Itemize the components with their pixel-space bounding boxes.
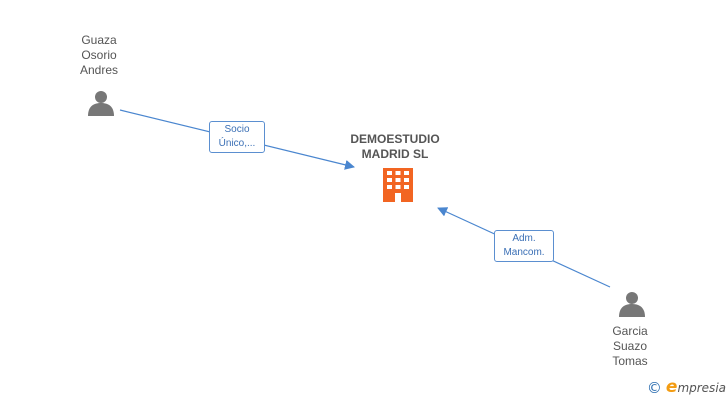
node-name-line: Andres — [79, 63, 119, 77]
edge-label-socio-unico[interactable]: Socio Único,... — [209, 121, 265, 153]
copyright-symbol: © — [646, 379, 662, 397]
node-name-line: Tomas — [612, 354, 648, 368]
edge-label-adm-mancom[interactable]: Adm. Mancom. — [494, 230, 554, 262]
edge-label-line: Socio — [224, 124, 250, 135]
node-name-line: MADRID SL — [361, 147, 429, 161]
brand-initial: e — [665, 377, 678, 397]
node-name-line: Osorio — [81, 48, 117, 62]
edge-label-line: Adm. — [512, 233, 536, 244]
node-name-line: Garcia — [612, 324, 648, 338]
person-icon[interactable] — [619, 292, 645, 317]
edge-label-line: Único,... — [218, 138, 256, 149]
node-name-line: Suazo — [612, 339, 648, 353]
edge-label-line: Mancom. — [503, 247, 545, 258]
node-name-garcia[interactable]: Garcia Suazo Tomas — [580, 324, 680, 369]
brand-text: mpresia — [677, 381, 726, 395]
node-name-company[interactable]: DEMOESTUDIO MADRID SL — [325, 132, 465, 162]
person-icon[interactable] — [88, 91, 114, 116]
empresia-logo: ©empresia — [647, 377, 726, 397]
building-icon[interactable] — [383, 168, 413, 202]
node-name-line: Guaza — [81, 33, 117, 47]
node-name-line: DEMOESTUDIO — [350, 132, 440, 146]
node-name-guaza[interactable]: Guaza Osorio Andres — [49, 33, 149, 78]
